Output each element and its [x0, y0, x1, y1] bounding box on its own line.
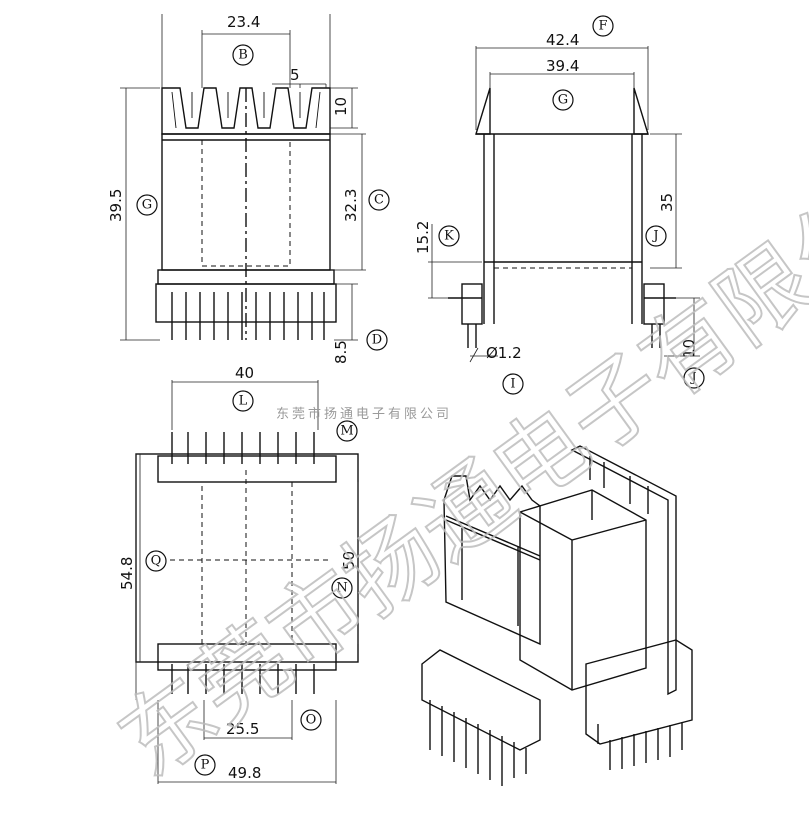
bottom-dim-core-width: 25.5	[226, 720, 259, 738]
side-tag-k: K	[444, 229, 454, 244]
side-tag-j: J	[651, 229, 658, 244]
front-dim-winding-height: 32.3	[342, 189, 360, 222]
side-tag-i: I	[510, 377, 515, 392]
front-dim-slot-width: 23.4	[227, 13, 260, 31]
bottom-pins-bottom	[171, 664, 315, 694]
front-tag-d: D	[372, 333, 382, 348]
side-dim-height: 35	[658, 193, 676, 212]
bottom-tag-q: Q	[151, 554, 162, 569]
front-view: 23.4 5 10 39.5 32.3 8.5 B C G D	[107, 13, 390, 364]
bottom-dim-pin-span: 40	[235, 364, 254, 382]
side-dim-pin-length: 10	[680, 339, 698, 358]
bottom-tag-m: M	[340, 424, 353, 439]
side-dim-pin-offset: 15.2	[414, 221, 432, 254]
front-tag-b: B	[238, 48, 248, 63]
bottom-pins-top	[171, 432, 315, 464]
bottom-tag-p: P	[201, 758, 210, 773]
watermark-small: 东莞市扬通电子有限公司	[276, 406, 452, 422]
bottom-tag-o: O	[306, 713, 317, 728]
bottom-tag-l: L	[239, 394, 248, 409]
bottom-view: 40 54.8 50 25.5 49.8 L M Q N O P	[118, 364, 359, 784]
front-pins	[171, 292, 325, 340]
side-tag-g: G	[558, 93, 568, 108]
front-dim-pin-length: 8.5	[332, 340, 350, 364]
front-tag-g: G	[142, 198, 152, 213]
bottom-dim-inner-length: 50	[340, 551, 358, 570]
front-tag-c: C	[374, 193, 384, 208]
iso-pins	[429, 700, 683, 786]
isometric-view	[421, 445, 693, 786]
side-dim-pin-diameter: Ø1.2	[486, 344, 522, 362]
bottom-tag-n: N	[336, 581, 347, 596]
side-tag-f: F	[598, 19, 607, 34]
side-pins	[448, 283, 676, 348]
bottom-dim-length: 54.8	[118, 557, 136, 590]
front-dim-flange: 10	[332, 97, 350, 116]
side-tag-j2: J	[689, 371, 696, 386]
bottom-dim-total-width: 49.8	[228, 764, 261, 782]
side-view: 42.4 39.4 35 15.2 Ø1.2 10 F G K J I J	[414, 15, 705, 395]
side-dim-inner-width: 39.4	[546, 57, 579, 75]
side-dim-outer-width: 42.4	[546, 31, 579, 49]
front-dim-total-height: 39.5	[107, 189, 125, 222]
front-dim-tooth: 5	[290, 66, 300, 84]
